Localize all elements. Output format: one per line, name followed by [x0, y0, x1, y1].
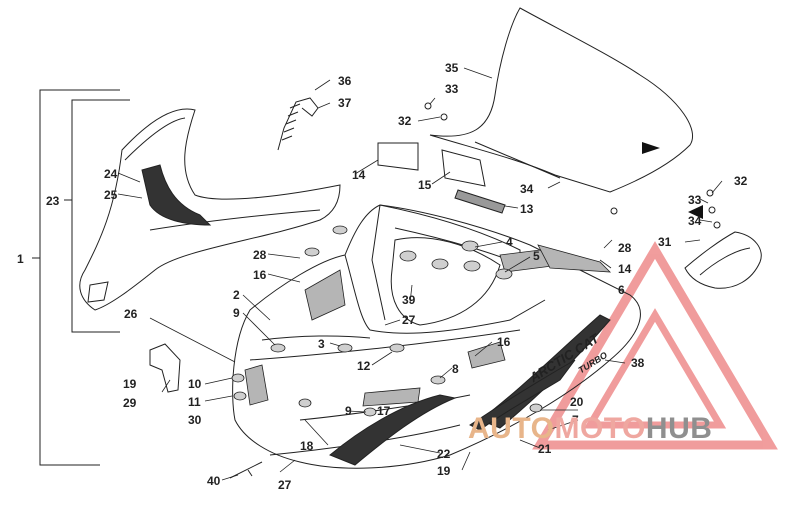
callout-label: 14 [618, 262, 632, 276]
callout-label: 33 [445, 82, 459, 96]
callout-label: 19 [437, 464, 451, 478]
group-bracket [32, 89, 130, 466]
callout-label: 32 [398, 114, 412, 128]
callout-label: 15 [418, 178, 432, 192]
callout-label: 14 [352, 168, 366, 182]
side-panel [79, 108, 341, 311]
watermark-text-auto: AUTO [468, 412, 555, 445]
callout-label: 9 [233, 306, 240, 320]
callout-label: 22 [437, 447, 451, 461]
callout-label: 3 [318, 337, 325, 351]
small-bracket [149, 343, 181, 393]
hood-pads [231, 225, 543, 417]
callout-label: 9 [345, 404, 352, 418]
callout-label: 12 [357, 359, 371, 373]
callout-label: 19 [123, 377, 137, 391]
callout-label: 35 [445, 61, 459, 75]
callout-label: 18 [300, 439, 314, 453]
callout-label: 11 [188, 395, 201, 409]
spring [277, 97, 319, 151]
windshield-arrow [642, 142, 660, 154]
pin [229, 461, 263, 479]
callout-label: 6 [618, 283, 625, 297]
callout-label: 4 [506, 235, 513, 249]
callout-label: 2 [233, 288, 240, 302]
callout-label: 16 [497, 335, 511, 349]
callout-label: 36 [338, 74, 352, 88]
callout-label: 28 [253, 248, 267, 262]
callout-label: 20 [570, 395, 584, 409]
side-panel-decal [141, 164, 212, 226]
callout-label: 8 [452, 362, 459, 376]
callout-label: 28 [618, 241, 632, 255]
pad-14 [377, 142, 419, 171]
hood [232, 204, 641, 469]
leader-lines [117, 67, 723, 481]
arrow-34 [688, 205, 703, 219]
callout-label: 30 [188, 413, 202, 427]
callout-label: 13 [520, 202, 534, 216]
pad-15 [441, 149, 486, 187]
callout-label: 16 [253, 268, 267, 282]
callout-label: 26 [124, 307, 138, 321]
callout-label: 34 [688, 214, 702, 228]
callout-label: 40 [207, 474, 221, 488]
callout-label: 23 [46, 194, 60, 208]
side-logo [87, 281, 109, 303]
watermark-triangle [532, 241, 778, 450]
callout-label: 29 [123, 396, 137, 410]
callout-label: 5 [533, 249, 540, 263]
watermark-text-hub: HUB [645, 412, 713, 445]
callout-label: 31 [658, 235, 672, 249]
callout-label: 17 [377, 404, 391, 418]
hood-decal [329, 314, 611, 466]
callout-label: 24 [104, 167, 118, 181]
callout-label: 21 [538, 442, 552, 456]
callout-label: 27 [278, 478, 292, 492]
callout-label: 10 [188, 377, 202, 391]
hand-guard [684, 231, 762, 289]
watermark-text-moto: MOTO [554, 412, 646, 445]
watermark-logo: AUTOMOTOHUB [468, 412, 712, 446]
callout-label: 27 [402, 313, 416, 327]
callout-label: 39 [402, 293, 416, 307]
callout-label: 1 [17, 252, 24, 266]
callout-label: 32 [734, 174, 748, 188]
callout-label: 25 [104, 188, 118, 202]
callout-label: 33 [688, 193, 702, 207]
vent-13 [454, 189, 506, 214]
callout-label: 37 [338, 96, 352, 110]
callout-label: 7 [572, 413, 579, 427]
windshield [429, 7, 694, 193]
fasteners [424, 102, 721, 229]
callout-label: 34 [520, 182, 534, 196]
callout-label: 38 [631, 356, 645, 370]
